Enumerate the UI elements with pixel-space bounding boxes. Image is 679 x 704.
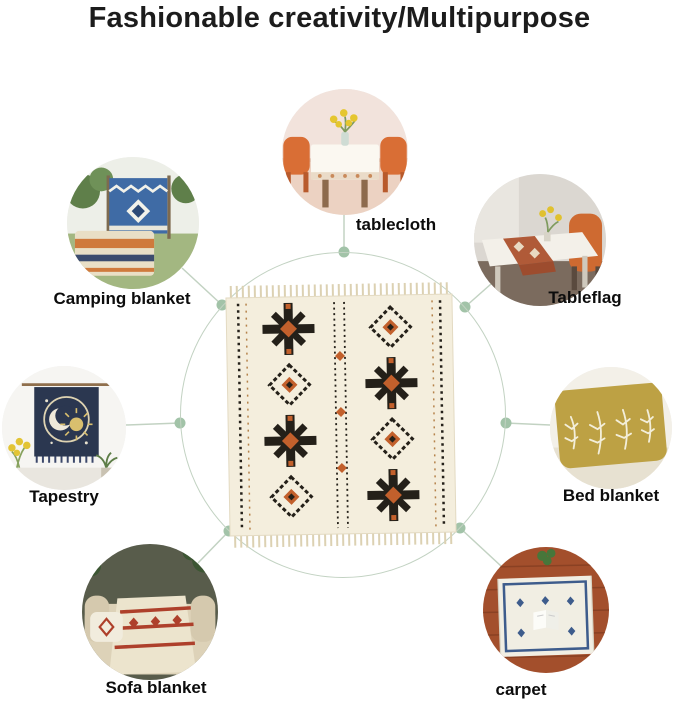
photo-sofa-blanket <box>82 544 218 680</box>
photo-tapestry <box>2 366 126 490</box>
connector-line-tableflag <box>464 283 492 308</box>
page-title: Fashionable creativity/Multipurpose <box>88 2 591 34</box>
connector-line-carpet <box>459 527 502 567</box>
photo-camping-blanket <box>67 157 199 289</box>
blanket-illustration <box>225 282 457 548</box>
label-tableflag: Tableflag <box>548 288 622 307</box>
label-bed-blanket: Bed blanket <box>562 486 660 505</box>
photo-bed-blanket <box>550 367 672 489</box>
connector-line-sofa <box>197 530 230 564</box>
tablecloth-photo-illustration <box>282 89 408 215</box>
tapestry-photo-illustration <box>2 366 126 490</box>
tableflag-photo-illustration <box>474 174 606 306</box>
label-tapestry: Tapestry <box>29 487 99 506</box>
label-sofa-blanket: Sofa blanket <box>105 678 207 697</box>
photo-tableflag <box>474 174 606 306</box>
bed-blanket-photo-illustration <box>550 367 672 489</box>
product-photo <box>222 282 461 548</box>
label-camping-blanket: Camping blanket <box>53 289 191 308</box>
photo-carpet <box>483 547 609 673</box>
connector-line-bed <box>505 422 551 426</box>
sofa-blanket-photo-illustration <box>82 544 218 680</box>
label-tablecloth: tablecloth <box>355 215 437 234</box>
label-carpet: carpet <box>495 680 547 699</box>
hub-ring <box>180 252 506 578</box>
photo-tablecloth <box>282 89 408 215</box>
connector-line-tapestry <box>125 422 181 426</box>
carpet-photo-illustration <box>483 547 609 673</box>
camping-blanket-photo-illustration <box>67 157 199 289</box>
